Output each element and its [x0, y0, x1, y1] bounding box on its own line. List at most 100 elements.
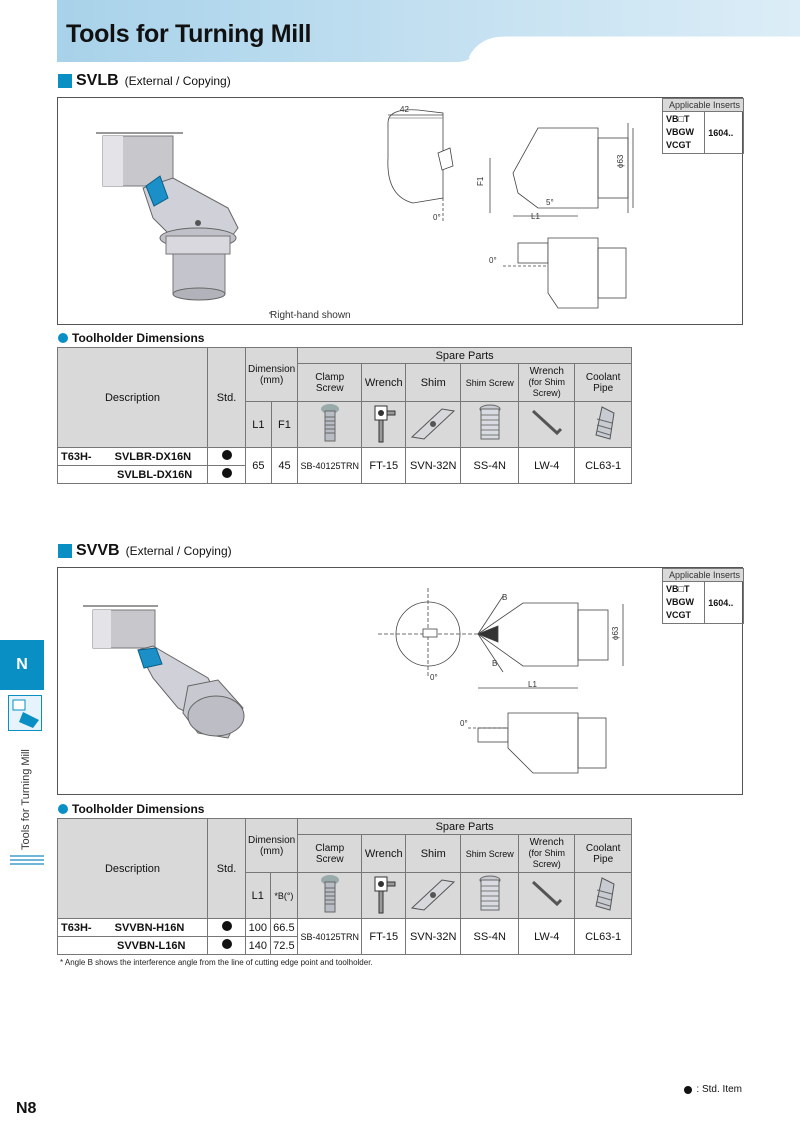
f1-label: F1 — [476, 176, 485, 186]
insert-code: VBGW — [666, 597, 694, 607]
figure-note: Right-hand shown — [270, 310, 351, 321]
applicable-inserts-header: Applicable Inserts — [662, 98, 744, 112]
shim-icon — [405, 401, 462, 448]
applicable-inserts-header: Applicable Inserts — [662, 568, 744, 582]
dim-42-label: 42 — [400, 105, 409, 114]
value-wrench: FT-15 — [361, 918, 407, 955]
col-l1: L1 — [245, 401, 272, 448]
model-name: SVVBN-H16N — [114, 921, 185, 934]
value-l1: 65 — [245, 447, 272, 484]
bullet-icon — [58, 804, 68, 814]
wrench-shim-label: Wrench — [529, 837, 564, 848]
wrench-shim-sub-label: (for Shim Screw) — [528, 848, 565, 869]
value-f1: 45 — [270, 447, 299, 484]
clamp-screw-icon — [297, 401, 363, 448]
col-wrench: Wrench — [361, 834, 407, 873]
b-label-bottom: B — [492, 659, 497, 668]
col-std: Std. — [207, 818, 246, 919]
value-coolant: CL63-1 — [574, 447, 632, 484]
side-tab-label: Tools for Turning Mill — [20, 749, 32, 850]
figure-box-svlb: 42 0° ϕ63 F1 L1 5° 0° Right-hand sh — [57, 97, 744, 325]
shim-screw-icon — [460, 401, 520, 448]
value-l1: 100 — [245, 918, 271, 937]
side-decoration — [10, 855, 44, 867]
insert-codes: VB□T VBGW VCGT — [661, 111, 706, 154]
wrench-shim-sub-label: (for Shim Screw) — [528, 377, 565, 398]
phi-label: ϕ63 — [616, 154, 625, 168]
dims-title-text: Toolholder Dimensions — [72, 331, 205, 345]
header-banner — [57, 0, 800, 62]
dims-title-text: Toolholder Dimensions — [72, 802, 205, 816]
col-description: Description — [57, 818, 208, 919]
applicable-inserts-table: Applicable Inserts VB□T VBGW VCGT 1604.. — [661, 568, 744, 624]
std-bullet-icon — [207, 447, 246, 466]
value-b: 72.5 — [269, 936, 299, 955]
shim-screw-icon — [460, 872, 520, 919]
value-shim: SVN-32N — [405, 447, 462, 484]
mm-label: (mm) — [259, 845, 284, 857]
dimension-label: Dimension — [248, 834, 296, 846]
model-prefix: T63H- — [61, 921, 92, 934]
insert-size: 1604.. — [704, 581, 744, 624]
section-name: SVVB — [76, 542, 120, 559]
model-prefix: T63H- — [61, 450, 92, 463]
model-name: SVVBN-L16N — [117, 939, 186, 952]
col-coolant: Coolant Pipe — [574, 834, 632, 873]
dimension-label: Dimension — [248, 363, 296, 375]
bullet-icon — [58, 333, 68, 343]
insert-code: VCGT — [666, 610, 692, 620]
l1-label: L1 — [528, 680, 537, 689]
dims-title-svlb: Toolholder Dimensions — [58, 331, 204, 345]
model-name: SVLBL-DX16N — [117, 468, 193, 481]
insert-codes: VB□T VBGW VCGT — [661, 581, 706, 624]
side-tab-n[interactable]: N — [0, 640, 44, 690]
svlb-side-view: ϕ63 F1 L1 5° — [476, 123, 634, 221]
applicable-inserts-table: Applicable Inserts VB□T VBGW VCGT 1604.. — [661, 98, 744, 154]
std-legend: : Std. Item — [684, 1084, 742, 1095]
angle5-label: 5° — [546, 198, 554, 207]
svvb-side-view: ϕ63 B B L1 — [476, 593, 624, 689]
col-spare-parts: Spare Parts — [297, 818, 632, 835]
insert-code: VB□T — [666, 584, 690, 594]
table-row: T63H- SVLBR-DX16N — [57, 447, 208, 466]
value-shim-screw: SS-4N — [460, 447, 520, 484]
shim-icon — [405, 872, 462, 919]
wrench-shim-label: Wrench — [529, 366, 564, 377]
svlb-drawing: 42 0° ϕ63 F1 L1 5° 0° — [96, 105, 634, 314]
wrench-icon — [361, 401, 407, 448]
insert-code: VBGW — [666, 127, 694, 137]
section-title-svvb: SVVB (External / Copying) — [58, 542, 232, 560]
value-shim-screw: SS-4N — [460, 918, 520, 955]
svlb-front-view: 42 0° — [387, 105, 454, 223]
svlb-bottom-view: 0° — [489, 237, 627, 309]
value-wrench-shim: LW-4 — [518, 447, 576, 484]
angle-label-bottom: 0° — [460, 719, 468, 728]
svvb-front-view: 0° — [378, 588, 478, 682]
value-wrench-shim: LW-4 — [518, 918, 576, 955]
value-clamp: SB-40125TRN — [297, 447, 363, 484]
clamp-screw-icon — [297, 872, 363, 919]
col-wrench-shim: Wrench (for Shim Screw) — [518, 834, 576, 873]
section-subtitle: (External / Copying) — [124, 74, 231, 88]
page-number: N8 — [16, 1100, 37, 1117]
phi-label: ϕ63 — [611, 626, 620, 640]
col-description: Description — [57, 347, 208, 448]
value-b: 66.5 — [269, 918, 299, 937]
insert-size: 1604.. — [704, 111, 744, 154]
svvb-bottom-view: 0° — [460, 712, 607, 774]
col-clamp-screw: Clamp Screw — [297, 834, 363, 873]
section-name: SVLB — [76, 72, 119, 89]
col-wrench: Wrench — [361, 363, 407, 402]
value-clamp: SB-40125TRN — [297, 918, 363, 955]
col-shim: Shim — [405, 363, 462, 402]
figure-box-svvb: 0° ϕ63 B B L1 0° Applicable Inserts VB — [57, 567, 744, 795]
page-title: Tools for Turning Mill — [66, 20, 312, 48]
section-square-icon — [58, 74, 72, 88]
model-name: SVLBR-DX16N — [114, 450, 192, 463]
col-b: *B(°) — [269, 872, 299, 919]
col-spare-parts: Spare Parts — [297, 347, 632, 364]
std-bullet-icon — [207, 936, 246, 955]
table-row: SVVBN-L16N — [57, 936, 208, 955]
insert-code: VCGT — [666, 140, 692, 150]
svvb-drawing: 0° ϕ63 B B L1 0° — [83, 588, 624, 774]
